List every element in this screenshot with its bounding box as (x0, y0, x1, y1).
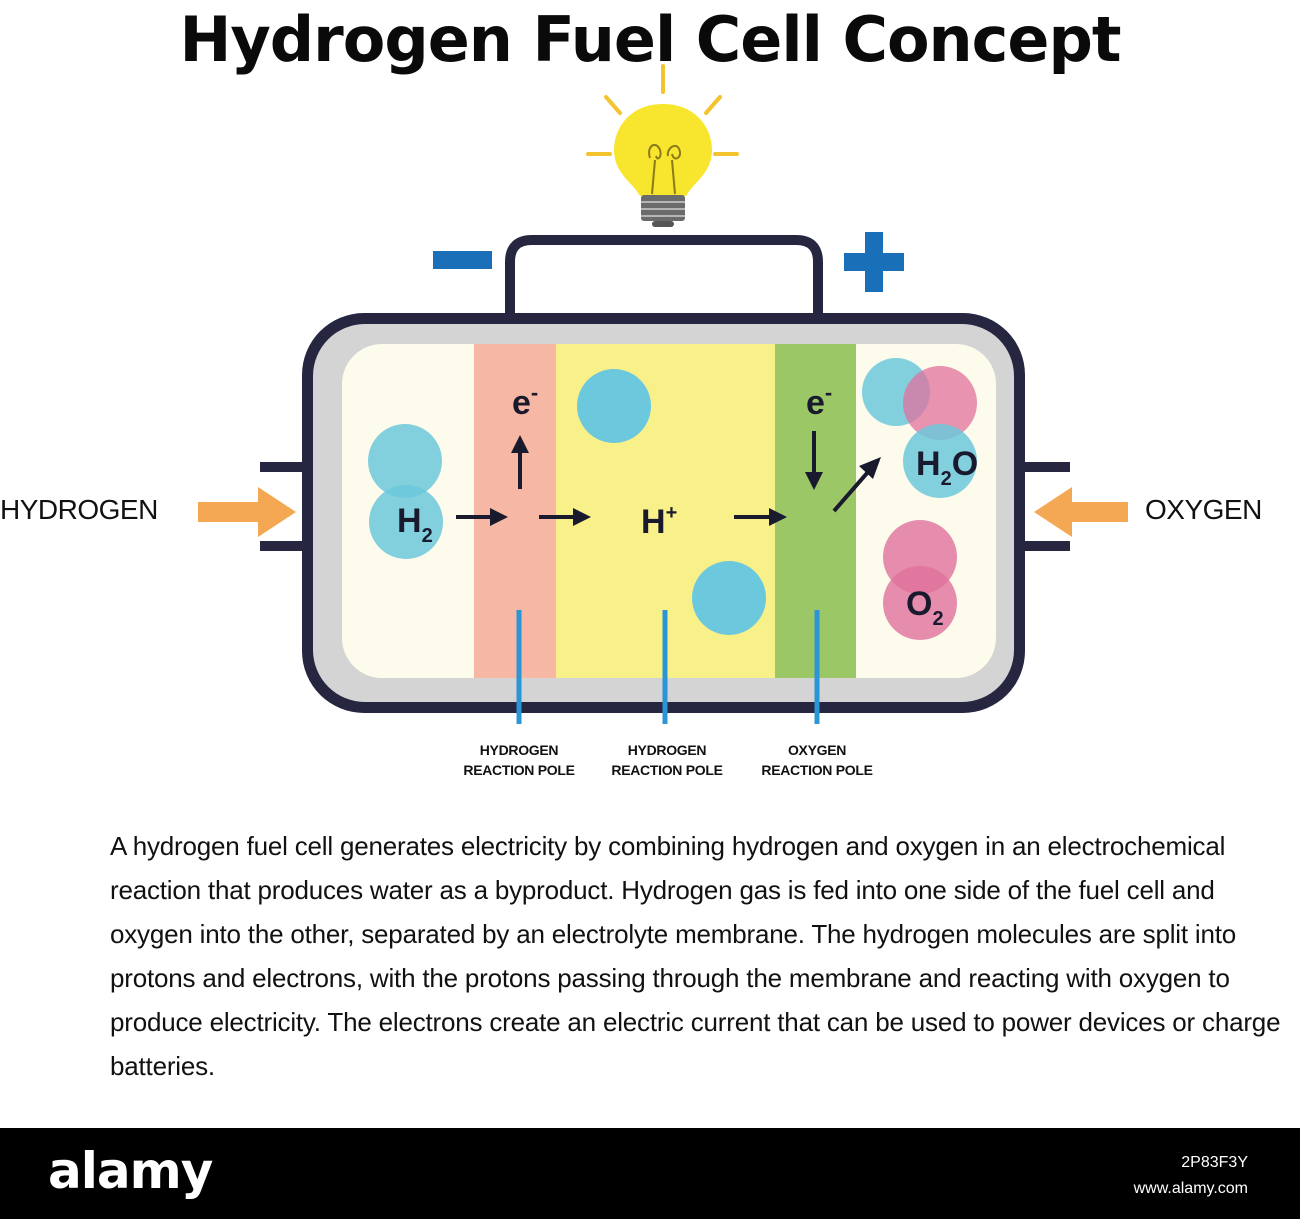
proton-particle (692, 561, 766, 635)
water-label: H2O (916, 445, 978, 490)
anode-pole-label: HYDROGEN REACTION POLE (463, 742, 575, 778)
arrow-diagonal-icon (832, 457, 881, 513)
stock-footer-bar: alamy 2P83F3Y www.alamy.com (0, 1128, 1300, 1219)
proton-particle (577, 369, 651, 443)
arrow-up-icon (511, 435, 529, 489)
h2-label: H2 (397, 502, 433, 547)
electron-label-cathode: e- (806, 380, 832, 422)
arrow-down-icon (805, 431, 823, 490)
minus-terminal-icon (433, 251, 492, 269)
footer-brand-logo: alamy (48, 1142, 213, 1200)
external-circuit-wire (505, 235, 823, 318)
oxygen-molecule (883, 520, 957, 640)
cathode-pole-label: OXYGEN REACTION POLE (761, 742, 873, 778)
description-paragraph: A hydrogen fuel cell generates electrici… (110, 831, 1281, 1081)
electron-label-anode: e- (512, 380, 538, 422)
arrow-right-icon (456, 508, 508, 526)
light-bulb-icon (586, 64, 739, 227)
hydrogen-input-label: HYDROGEN (0, 494, 158, 525)
reaction-arrows (456, 431, 881, 526)
footer-image-id: 2P83F3Y www.alamy.com (1133, 1154, 1248, 1197)
arrow-right-icon (539, 508, 591, 526)
water-molecule (862, 358, 977, 498)
oxygen-feed-arrow-icon (1034, 487, 1128, 537)
oxygen-inlet-port (1022, 462, 1070, 551)
anode-band (474, 344, 556, 678)
plus-terminal-icon (844, 232, 904, 292)
page-title: Hydrogen Fuel Cell Concept (179, 3, 1122, 76)
electrolyte-pole-label: HYDROGEN REACTION POLE (611, 742, 723, 778)
o2-label: O2 (906, 585, 944, 630)
hydrogen-feed-arrow-icon (198, 487, 296, 537)
arrow-right-icon (734, 508, 787, 526)
hydrogen-molecule (368, 424, 443, 559)
fuel-cell-diagram: H2 H+ H2O O2 e- e- (198, 64, 1128, 724)
oxygen-input-label: OXYGEN (1145, 494, 1262, 525)
proton-label: H+ (641, 502, 677, 541)
hydrogen-inlet-port (260, 462, 306, 551)
